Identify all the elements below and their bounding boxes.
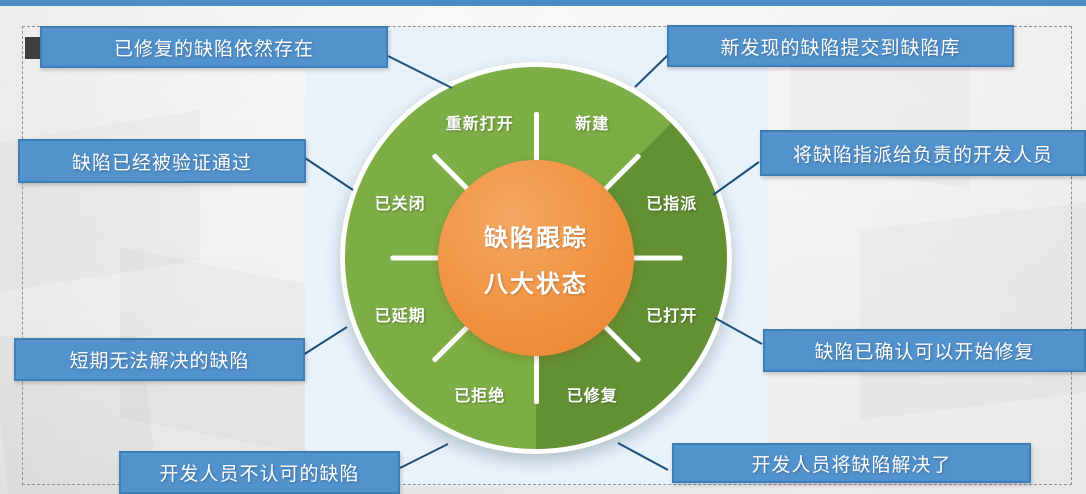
callout-assigned[interactable]: 将缺陷指派给负责的开发人员 (760, 130, 1086, 176)
callout-opened[interactable]: 缺陷已确认可以开始修复 (763, 329, 1086, 372)
callout-new-label: 新发现的缺陷提交到缺陷库 (720, 37, 961, 59)
callout-rejected-label: 开发人员不认可的缺陷 (159, 464, 360, 485)
callout-assigned-label: 将缺陷指派给负责的开发人员 (792, 144, 1053, 166)
status-donut-chart: 新建已指派已打开已修复已拒绝已延期已关闭重新打开 缺陷跟踪 八大状态 (340, 62, 732, 454)
hub-title-line1: 缺陷跟踪 (484, 224, 588, 252)
callout-opened-label: 缺陷已确认可以开始修复 (814, 342, 1035, 363)
callout-closed-label: 缺陷已经被验证通过 (71, 152, 252, 174)
content-placeholder-frame[interactable] (22, 26, 1072, 485)
callout-closed[interactable]: 缺陷已经被验证通过 (18, 139, 306, 183)
callout-fixed-label: 开发人员将缺陷解决了 (751, 454, 952, 476)
callout-deferred[interactable]: 短期无法解决的缺陷 (14, 338, 305, 381)
callout-new[interactable]: 新发现的缺陷提交到缺陷库 (667, 25, 1014, 67)
callout-reopened-label: 已修复的缺陷依然存在 (113, 38, 314, 60)
donut-hub: 缺陷跟踪 八大状态 (438, 160, 634, 356)
callout-deferred-label: 短期无法解决的缺陷 (69, 351, 250, 372)
hub-title-line2: 八大状态 (484, 270, 588, 298)
callout-reopened[interactable]: 已修复的缺陷依然存在 (40, 26, 388, 68)
bullet-marker (25, 37, 43, 59)
top-accent-bar (0, 0, 1086, 6)
callout-rejected[interactable]: 开发人员不认可的缺陷 (119, 451, 400, 494)
callout-fixed[interactable]: 开发人员将缺陷解决了 (672, 443, 1031, 483)
